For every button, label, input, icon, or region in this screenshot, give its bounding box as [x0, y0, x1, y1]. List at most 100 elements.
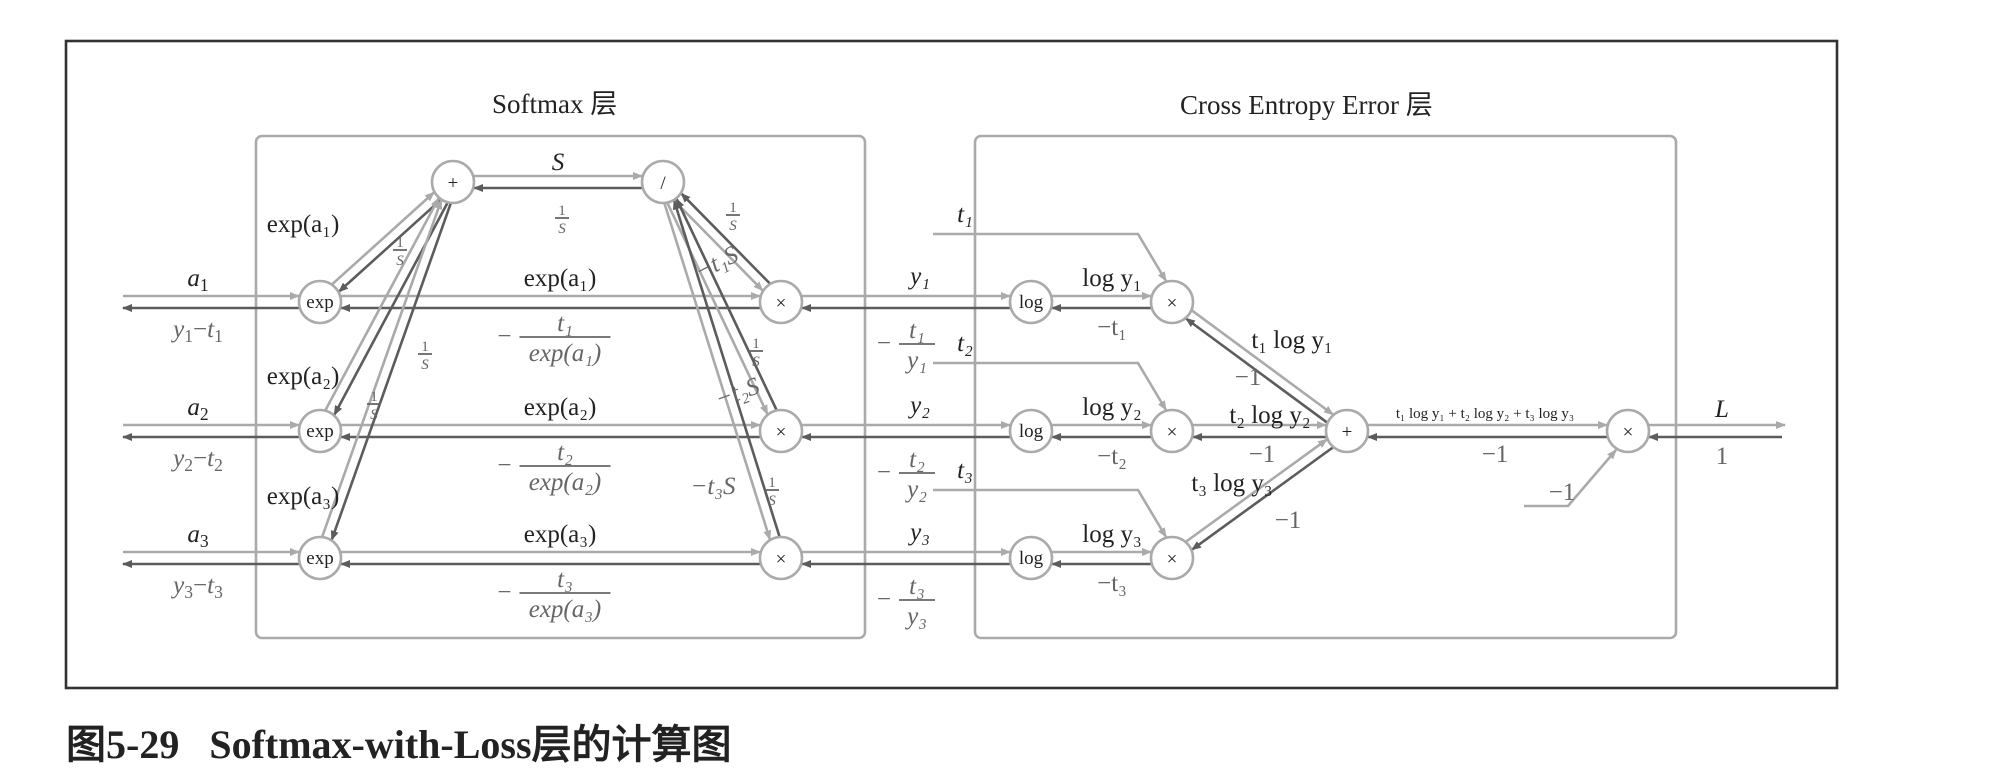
const-input-label: −1 [1549, 479, 1576, 506]
svg-text:S: S [752, 354, 760, 370]
ce-mult-node-3-symbol: × [1167, 549, 1178, 570]
cemult-to-plus-forward-edge-1 [1191, 309, 1334, 416]
svg-text:S: S [558, 221, 566, 237]
softmax-divide-node: / [640, 159, 686, 205]
ce-mult-node-1-symbol: × [1167, 293, 1178, 314]
softmax-plus-node-circle [430, 159, 476, 205]
ce-mult-node-2-circle [1149, 408, 1195, 454]
input-label-a2: a2 [187, 394, 208, 424]
mult-to-div-backward-edge-2 [675, 197, 778, 411]
exp-to-plus-label-3: exp(a₃) [267, 483, 340, 510]
cemult-forward-label-3: t₃ log y₃ [1191, 470, 1272, 497]
backward-label-y-t3: y3−t3 [170, 572, 223, 602]
svg-text:1: 1 [729, 200, 737, 216]
div-to-mult-forward-edge-3 [663, 203, 772, 541]
div-to-mult-forward-edge-2 [666, 202, 769, 416]
log-forward-label-2: log y₂ [1082, 394, 1141, 421]
cemult-backward-label-3: −1 [1275, 507, 1302, 534]
div-to-mult-label-1: 1S [726, 200, 740, 234]
softmax-mult-node-3: × [758, 535, 804, 581]
softmax-mult-node-1-symbol: × [776, 293, 787, 314]
softmax-mult-node-1-circle [758, 279, 804, 325]
plus-back-label-2: 1S [418, 339, 432, 373]
log-node-2: log [1008, 408, 1054, 454]
div-back-label: 1S [555, 203, 569, 237]
div-to-mult-label-2: 1S [749, 336, 763, 370]
log-node-3: log [1008, 535, 1054, 581]
nodes: exp×log×exp×log×exp×log×+/+× [297, 159, 1651, 581]
ce-plus-node-circle [1324, 408, 1370, 454]
svg-text:y₃: y₃ [904, 603, 927, 630]
sum-forward-label: t₁ log y₁ + t₂ log y₂ + t₃ log y₃ [1396, 406, 1574, 422]
log-node-1-symbol: log [1019, 292, 1044, 313]
t-input-label-3: t₃ [957, 457, 973, 484]
exp-node-2-symbol: exp [306, 421, 333, 442]
svg-text:exp(a₁): exp(a₁) [529, 340, 602, 367]
backward-label-y-t2: y2−t2 [170, 445, 223, 475]
exp-forward-label-3: exp(a₃) [524, 521, 597, 548]
exp-node-3-circle [297, 535, 343, 581]
log-node-3-circle [1008, 535, 1054, 581]
output-label: L [1714, 396, 1729, 423]
caption-number: 图5-29 [66, 722, 180, 767]
const-minus-one-edge [1524, 449, 1617, 508]
log-forward-label-3: log y₃ [1082, 521, 1141, 548]
ce-mult-node-2-symbol: × [1167, 422, 1178, 443]
cross-entropy-layer-box [973, 134, 1678, 640]
svg-text:−: − [497, 579, 511, 606]
edges [122, 172, 1786, 568]
svg-text:1: 1 [421, 339, 429, 355]
plus-to-cemult-backward-edge-3 [1191, 446, 1334, 551]
softmax-layer-box [254, 134, 867, 640]
t-input-edge-3 [933, 488, 1168, 538]
exp-node-2-circle [297, 408, 343, 454]
y-label-3: y₃ [907, 519, 930, 546]
log-node-1-circle [1008, 279, 1054, 325]
ce-mult-node-2: × [1149, 408, 1195, 454]
svg-text:t₂: t₂ [557, 439, 573, 466]
ce-plus-node-symbol: + [1342, 422, 1353, 443]
exp-to-plus-forward-edge-2 [324, 197, 440, 411]
ce-mult-node-3: × [1149, 535, 1195, 581]
caption-text: Softmax-with-Loss层的计算图 [209, 722, 732, 767]
ce-mult-node-3-circle [1149, 535, 1195, 581]
svg-text:1: 1 [396, 235, 404, 251]
cemult-to-plus-forward-edge-3 [1185, 438, 1328, 543]
exp-node-1-symbol: exp [306, 292, 333, 313]
svg-text:1: 1 [768, 475, 776, 491]
exp-node-1-circle [297, 279, 343, 325]
svg-text:t₁: t₁ [909, 317, 925, 344]
softmax-mult-node-2-symbol: × [776, 422, 787, 443]
output-grad-label: 1 [1716, 443, 1729, 470]
exp-forward-label-2: exp(a₂) [524, 394, 597, 421]
plus-back-label-1: 1S [393, 235, 407, 269]
log-node-2-circle [1008, 408, 1054, 454]
t-input-edge-1 [933, 232, 1168, 282]
softmax-mult-node-2-circle [758, 408, 804, 454]
svg-text:S: S [768, 493, 776, 509]
figure-caption: 图5-29 Softmax-with-Loss层的计算图 [66, 712, 732, 770]
log-node-3-symbol: log [1019, 548, 1044, 569]
exp-to-plus-forward-edge-3 [321, 199, 443, 537]
exp-node-1: exp [297, 279, 343, 325]
svg-text:S: S [396, 253, 404, 269]
exp-to-plus-label-1: exp(a₁) [267, 211, 340, 238]
exp-node-2: exp [297, 408, 343, 454]
svg-text:t₂: t₂ [909, 446, 925, 473]
sum-label: S [552, 149, 565, 176]
softmax-mult-node-1: × [758, 279, 804, 325]
softmax-layer-title: Softmax 层 [492, 89, 617, 119]
exp-forward-label-1: exp(a₁) [524, 265, 597, 292]
svg-text:exp(a₃): exp(a₃) [529, 596, 602, 623]
exp-to-plus-forward-edge-1 [331, 191, 435, 286]
svg-text:S: S [370, 407, 378, 423]
final-mult-node: × [1605, 408, 1651, 454]
svg-text:t₁: t₁ [557, 310, 573, 337]
softmax-plus-node-symbol: + [448, 173, 459, 194]
log-backward-label-3: −t₃ [1097, 570, 1127, 597]
